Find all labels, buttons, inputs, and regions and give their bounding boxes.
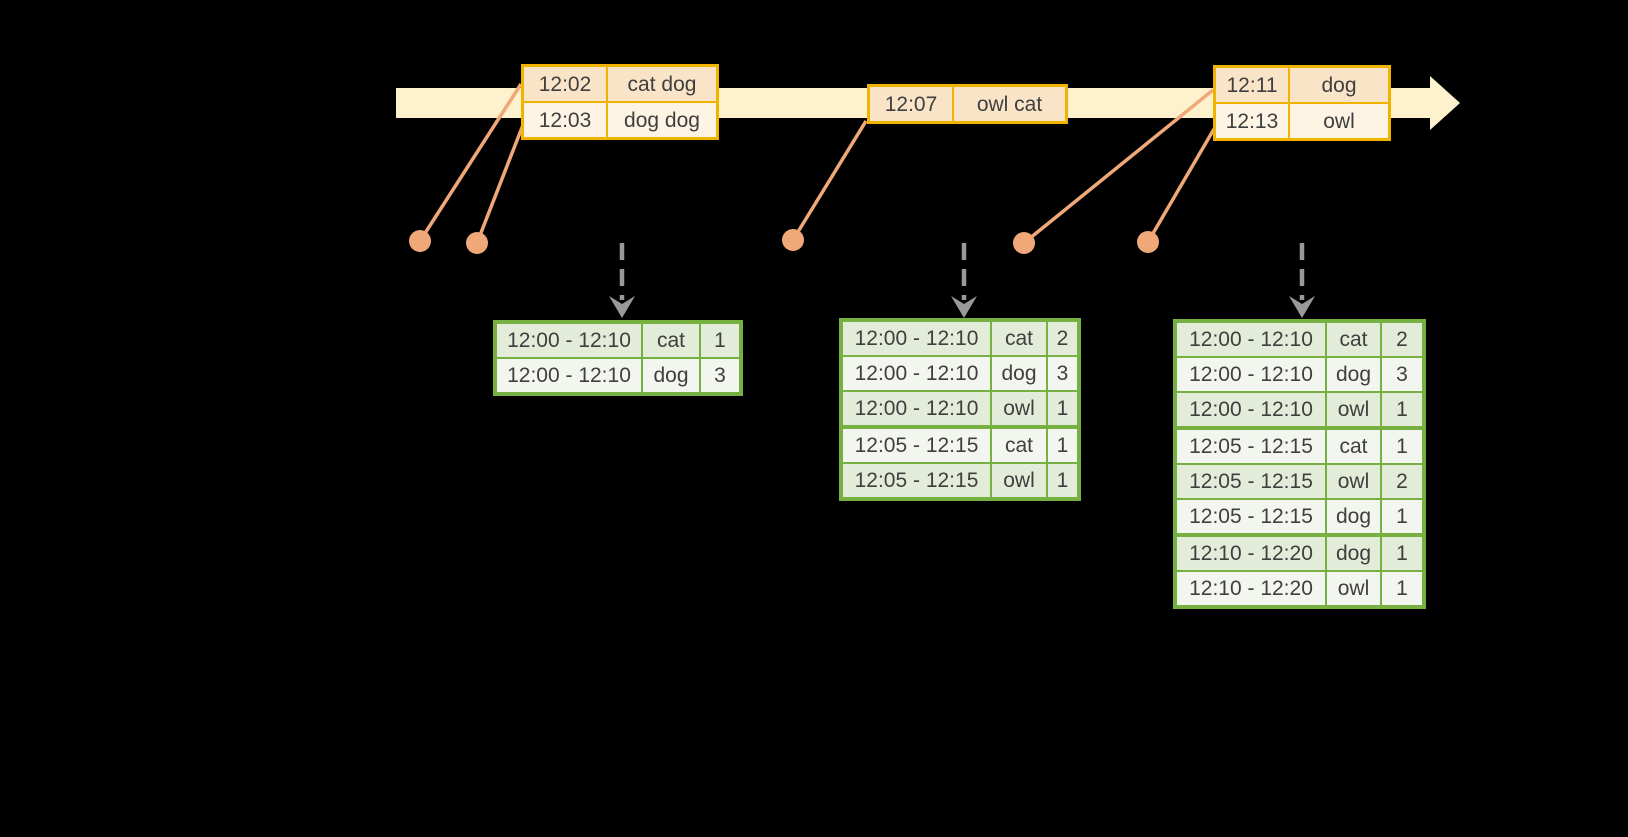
connector-line bbox=[1022, 88, 1215, 245]
table-cell: 12:05 - 12:15 bbox=[1177, 465, 1325, 498]
table-cell: 12:00 - 12:10 bbox=[843, 392, 990, 425]
table-cell: 12:07 bbox=[870, 87, 952, 121]
event-dot bbox=[782, 229, 804, 251]
table-cell: 1 bbox=[1046, 392, 1077, 425]
table-cell: owl bbox=[990, 464, 1046, 497]
table-cell: dog dog bbox=[606, 103, 716, 137]
table-cell: 12:05 - 12:15 bbox=[1177, 430, 1325, 463]
trigger-arrow-1 bbox=[609, 243, 635, 318]
table-cell: dog bbox=[1325, 500, 1380, 533]
connector-lines bbox=[418, 83, 1216, 245]
table-cell: 12:00 - 12:10 bbox=[497, 359, 641, 392]
table-cell: dog bbox=[1325, 537, 1380, 570]
table-cell: 12:05 - 12:15 bbox=[843, 464, 990, 497]
table-cell: 12:11 bbox=[1216, 68, 1288, 102]
table-cell: 2 bbox=[1380, 465, 1422, 498]
table-cell: 12:02 bbox=[524, 67, 606, 101]
table-cell: owl bbox=[1325, 465, 1380, 498]
trigger-arrow-2 bbox=[951, 243, 977, 318]
table-cell: dog bbox=[641, 359, 699, 392]
table-cell: 12:10 - 12:20 bbox=[1177, 572, 1325, 605]
table-cell: cat dog bbox=[606, 67, 716, 101]
table-cell: 1 bbox=[1046, 464, 1077, 497]
table-cell: 3 bbox=[1046, 357, 1077, 390]
connector-line bbox=[1146, 128, 1216, 243]
table-cell: 12:00 - 12:10 bbox=[497, 324, 641, 357]
event-dot bbox=[1137, 231, 1159, 253]
connector-line bbox=[791, 120, 868, 241]
table-cell: 12:05 - 12:15 bbox=[843, 429, 990, 462]
table-cell: 1 bbox=[1046, 429, 1077, 462]
table-cell: 12:00 - 12:10 bbox=[1177, 393, 1325, 426]
table-cell: 1 bbox=[1380, 537, 1422, 570]
table-cell: 12:13 bbox=[1216, 104, 1288, 138]
table-cell: 1 bbox=[1380, 500, 1422, 533]
event-dots bbox=[409, 229, 1159, 254]
table-cell: 12:05 - 12:15 bbox=[1177, 500, 1325, 533]
table-cell: 2 bbox=[1380, 323, 1422, 356]
table-cell: 1 bbox=[1380, 572, 1422, 605]
table-cell: 2 bbox=[1046, 322, 1077, 355]
table-cell: dog bbox=[990, 357, 1046, 390]
table-cell: cat bbox=[641, 324, 699, 357]
event-dot bbox=[409, 230, 431, 252]
table-cell: cat bbox=[990, 429, 1046, 462]
table-cell: 1 bbox=[1380, 393, 1422, 426]
connector-line bbox=[418, 83, 523, 242]
table-cell: 1 bbox=[1380, 430, 1422, 463]
table-cell: owl bbox=[1288, 104, 1388, 138]
event-dot bbox=[1013, 232, 1035, 254]
table-cell: 12:00 - 12:10 bbox=[1177, 358, 1325, 391]
table-cell: owl bbox=[990, 392, 1046, 425]
table-cell: 3 bbox=[699, 359, 739, 392]
table-cell: 12:00 - 12:10 bbox=[1177, 323, 1325, 356]
table-cell: owl cat bbox=[952, 87, 1065, 121]
table-cell: dog bbox=[1288, 68, 1388, 102]
table-cell: dog bbox=[1325, 358, 1380, 391]
table-cell: cat bbox=[990, 322, 1046, 355]
table-cell: cat bbox=[1325, 323, 1380, 356]
table-cell: 12:03 bbox=[524, 103, 606, 137]
table-cell: cat bbox=[1325, 430, 1380, 463]
table-cell: 12:10 - 12:20 bbox=[1177, 537, 1325, 570]
trigger-arrow-3 bbox=[1289, 243, 1315, 318]
table-cell: 12:00 - 12:10 bbox=[843, 322, 990, 355]
table-cell: 1 bbox=[699, 324, 739, 357]
table-cell: 12:00 - 12:10 bbox=[843, 357, 990, 390]
table-cell: owl bbox=[1325, 393, 1380, 426]
table-cell: 3 bbox=[1380, 358, 1422, 391]
event-dot bbox=[466, 232, 488, 254]
table-cell: owl bbox=[1325, 572, 1380, 605]
connector-line bbox=[475, 124, 525, 244]
